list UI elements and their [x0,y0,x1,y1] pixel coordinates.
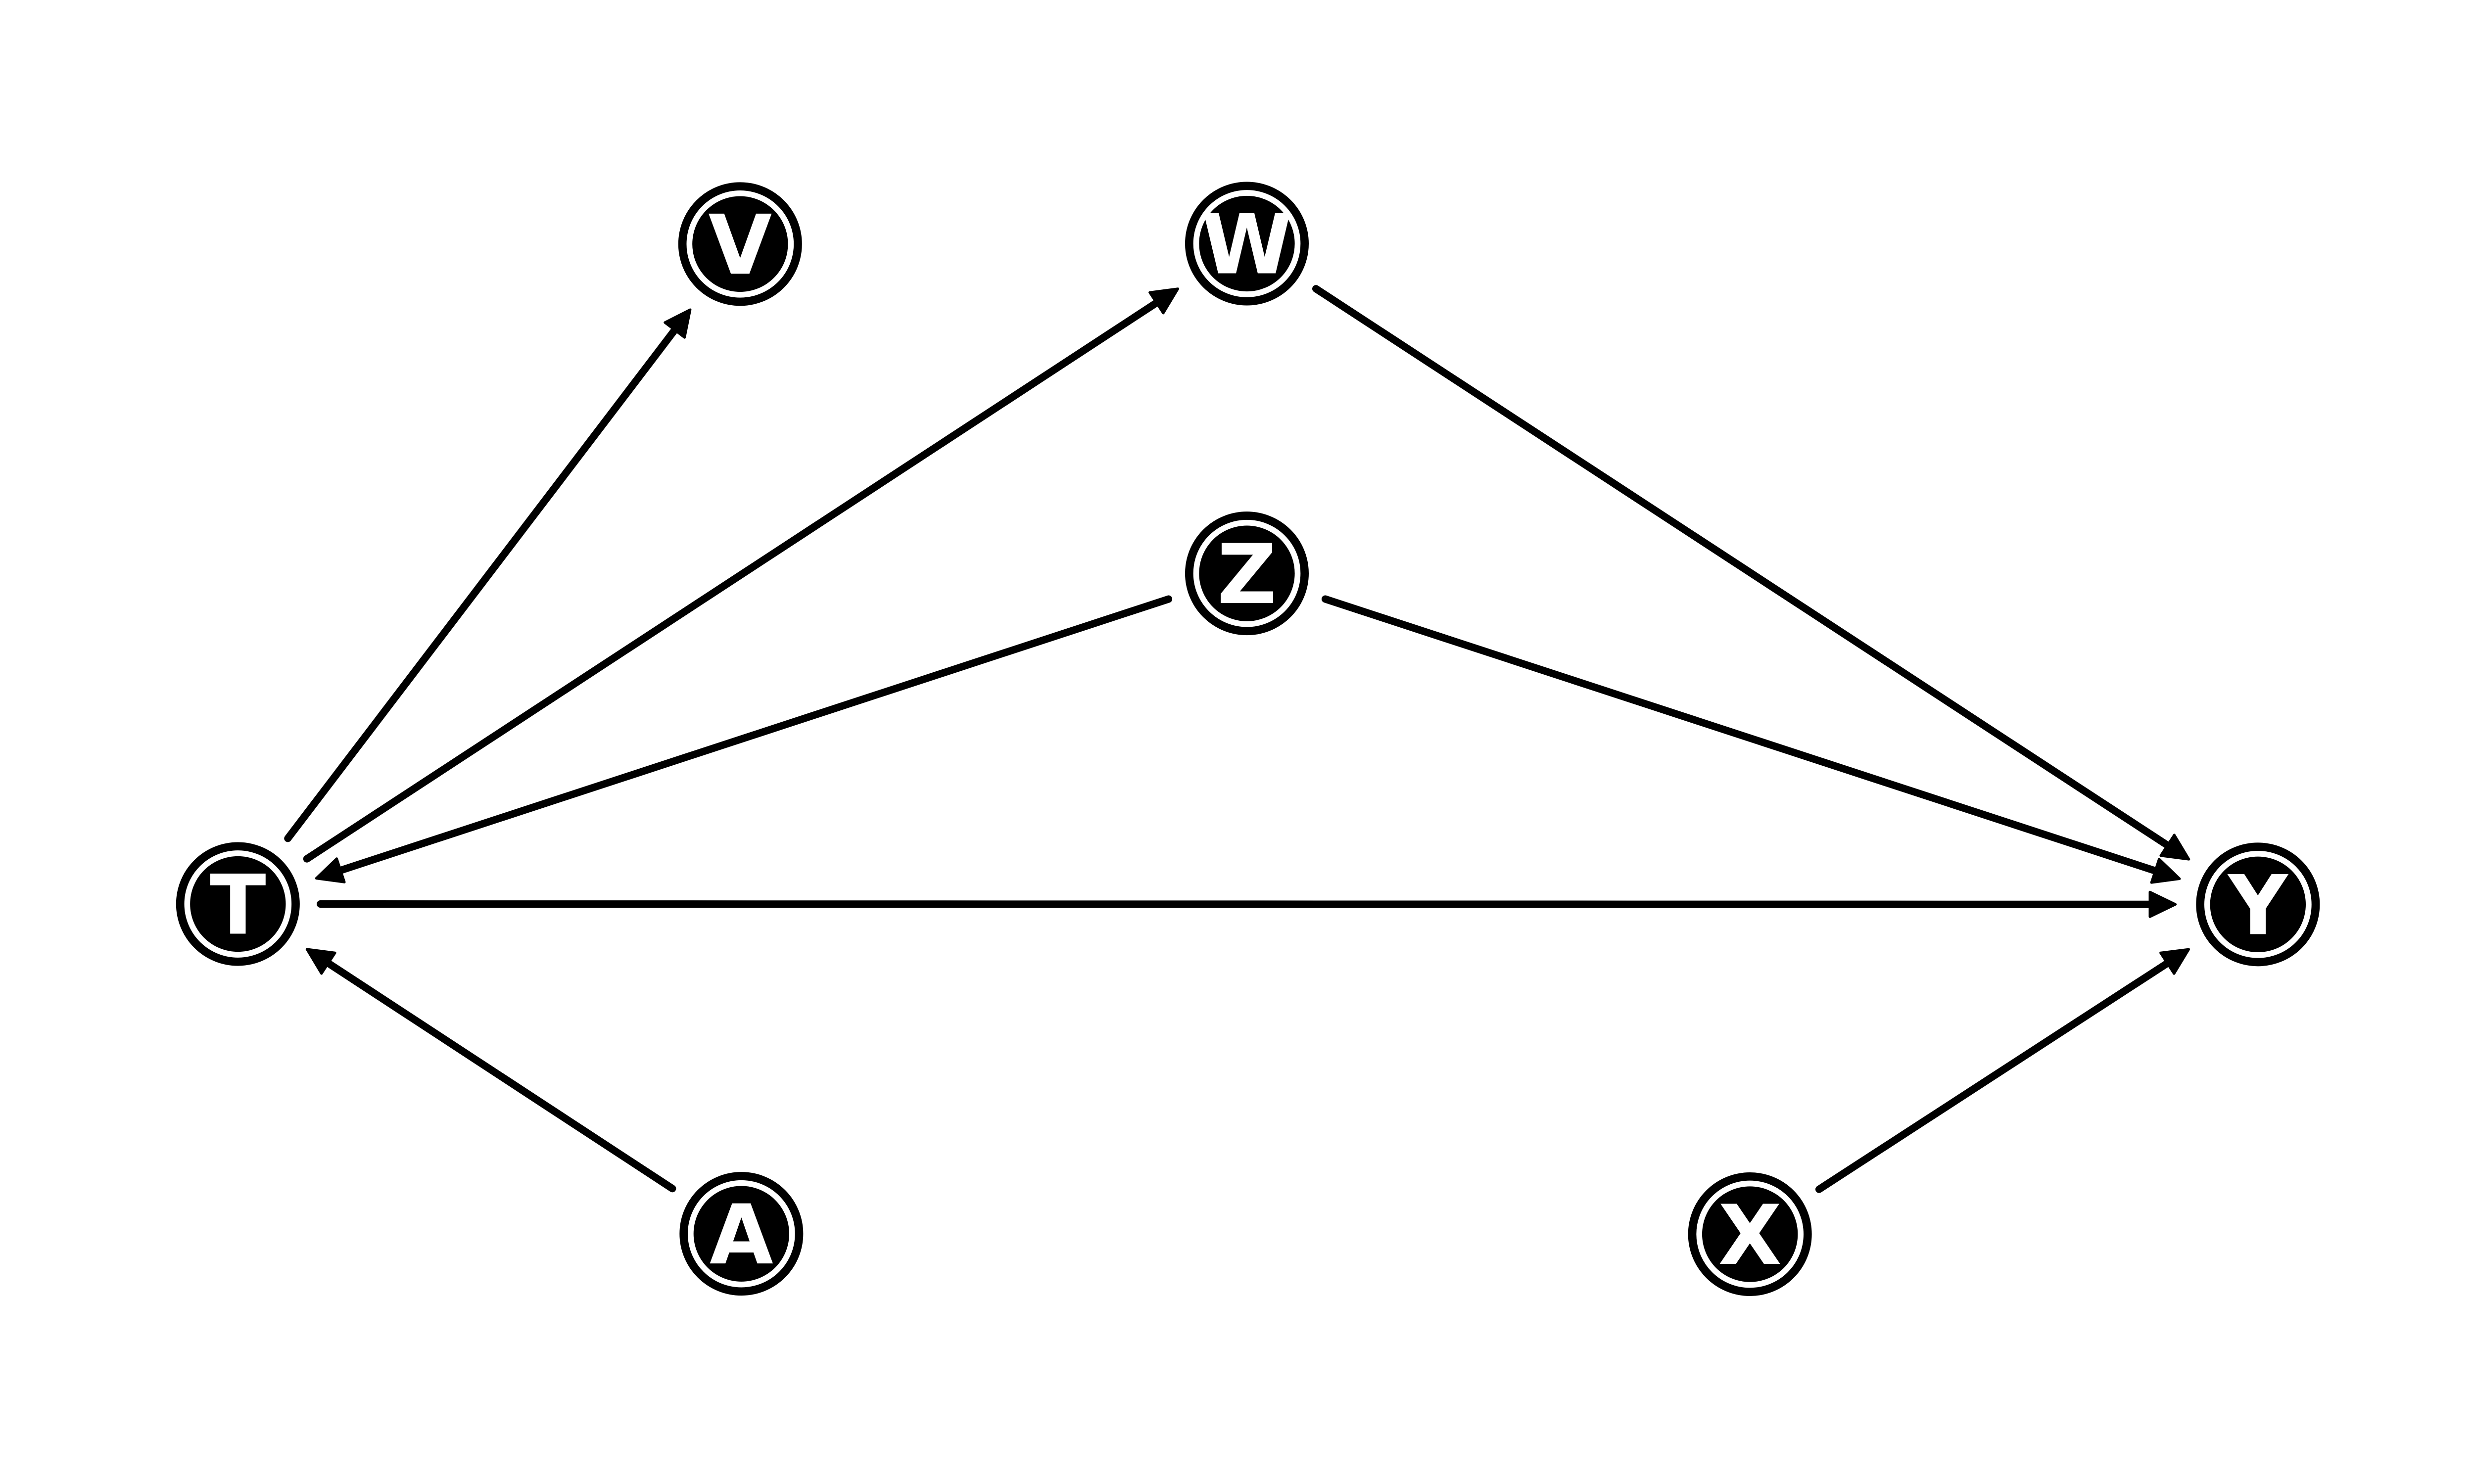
arrowhead-icon [2159,948,2190,975]
edge-line-Z-Y [1321,595,2164,877]
edge-X-to-Y [1815,948,2190,1193]
edge-layer [284,285,2190,1193]
node-disc [2210,856,2306,952]
arrowhead-icon [2148,890,2177,918]
node-label-Z: Z [1217,527,1277,623]
node-disc [692,196,788,292]
edge-A-to-T [305,948,676,1193]
node-disc [190,856,286,952]
node-label-X: X [1718,1188,1782,1284]
edge-T-to-V [284,308,692,842]
node-disc [1199,525,1295,621]
node-V: V [678,182,802,306]
node-label-V: V [708,197,772,293]
diagram-background [0,124,2474,1360]
arrowhead-icon [305,948,336,975]
arrowhead-icon [2159,834,2190,861]
edge-Z-to-Y [1321,595,2181,884]
edge-line-T-Y [317,900,2159,908]
node-X: X [1688,1172,1812,1296]
node-Z: Z [1185,511,1309,636]
node-T: T [176,842,300,966]
edge-line-X-Y [1815,957,2176,1193]
node-label-W: W [1201,197,1292,293]
arrowhead-icon [315,857,346,883]
node-label-T: T [210,858,266,954]
edge-W-to-Y [1312,285,2190,861]
edge-line-T-V [284,322,682,842]
arrowhead-icon [2150,858,2181,884]
node-disc [1702,1186,1798,1282]
edge-line-T-W [303,296,1165,863]
edge-line-Z-T [332,595,1173,876]
edge-Z-to-T [315,595,1173,883]
node-disc [693,1186,789,1282]
edge-T-to-Y [317,890,2177,918]
node-disc [1199,195,1295,292]
node-label-Y: Y [2227,858,2289,954]
node-W: W [1185,182,1309,306]
node-label-A: A [710,1187,773,1283]
arrowhead-icon [1148,287,1180,315]
arrowhead-icon [664,308,692,339]
edge-T-to-W [303,287,1180,863]
node-Y: Y [2196,842,2320,967]
edge-line-A-T [320,956,676,1193]
node-A: A [679,1172,804,1296]
node-layer: V W Z T Y A X [176,182,2320,1296]
edge-line-W-Y [1312,285,2176,852]
